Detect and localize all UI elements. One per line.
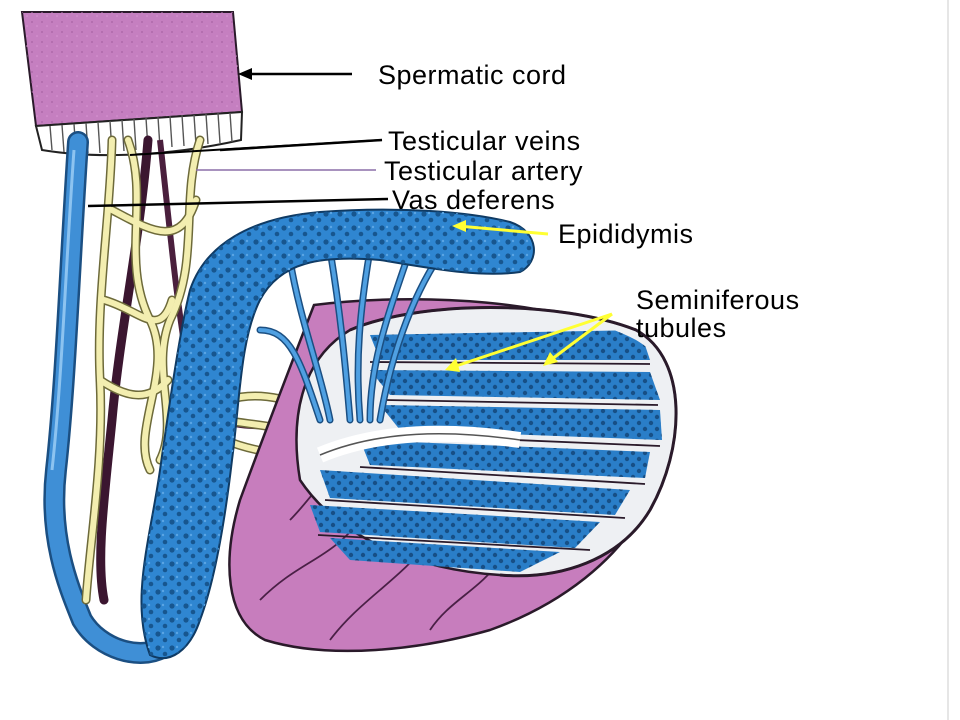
label-testicular-veins: Testicular veins: [388, 126, 581, 156]
page-edge-line: [947, 0, 949, 720]
spermatic-cord-illustration: [20, 11, 244, 157]
pointer-lines: [87, 68, 613, 372]
label-testicular-artery: Testicular artery: [384, 156, 584, 186]
efferent-ducts-illustration: [256, 246, 444, 424]
label-spermatic-cord: Spermatic cord: [378, 60, 567, 90]
vas-deferens-illustration: [43, 131, 173, 664]
epididymis-illustration: [140, 208, 535, 660]
label-epididymis: Epididymis: [558, 219, 694, 249]
label-seminiferous-tubules: Seminiferous tubules: [636, 286, 916, 342]
label-seminiferous-line1: Seminiferous: [636, 285, 800, 315]
label-seminiferous-line2: tubules: [636, 313, 727, 343]
label-vas-deferens: Vas deferens: [392, 185, 556, 215]
